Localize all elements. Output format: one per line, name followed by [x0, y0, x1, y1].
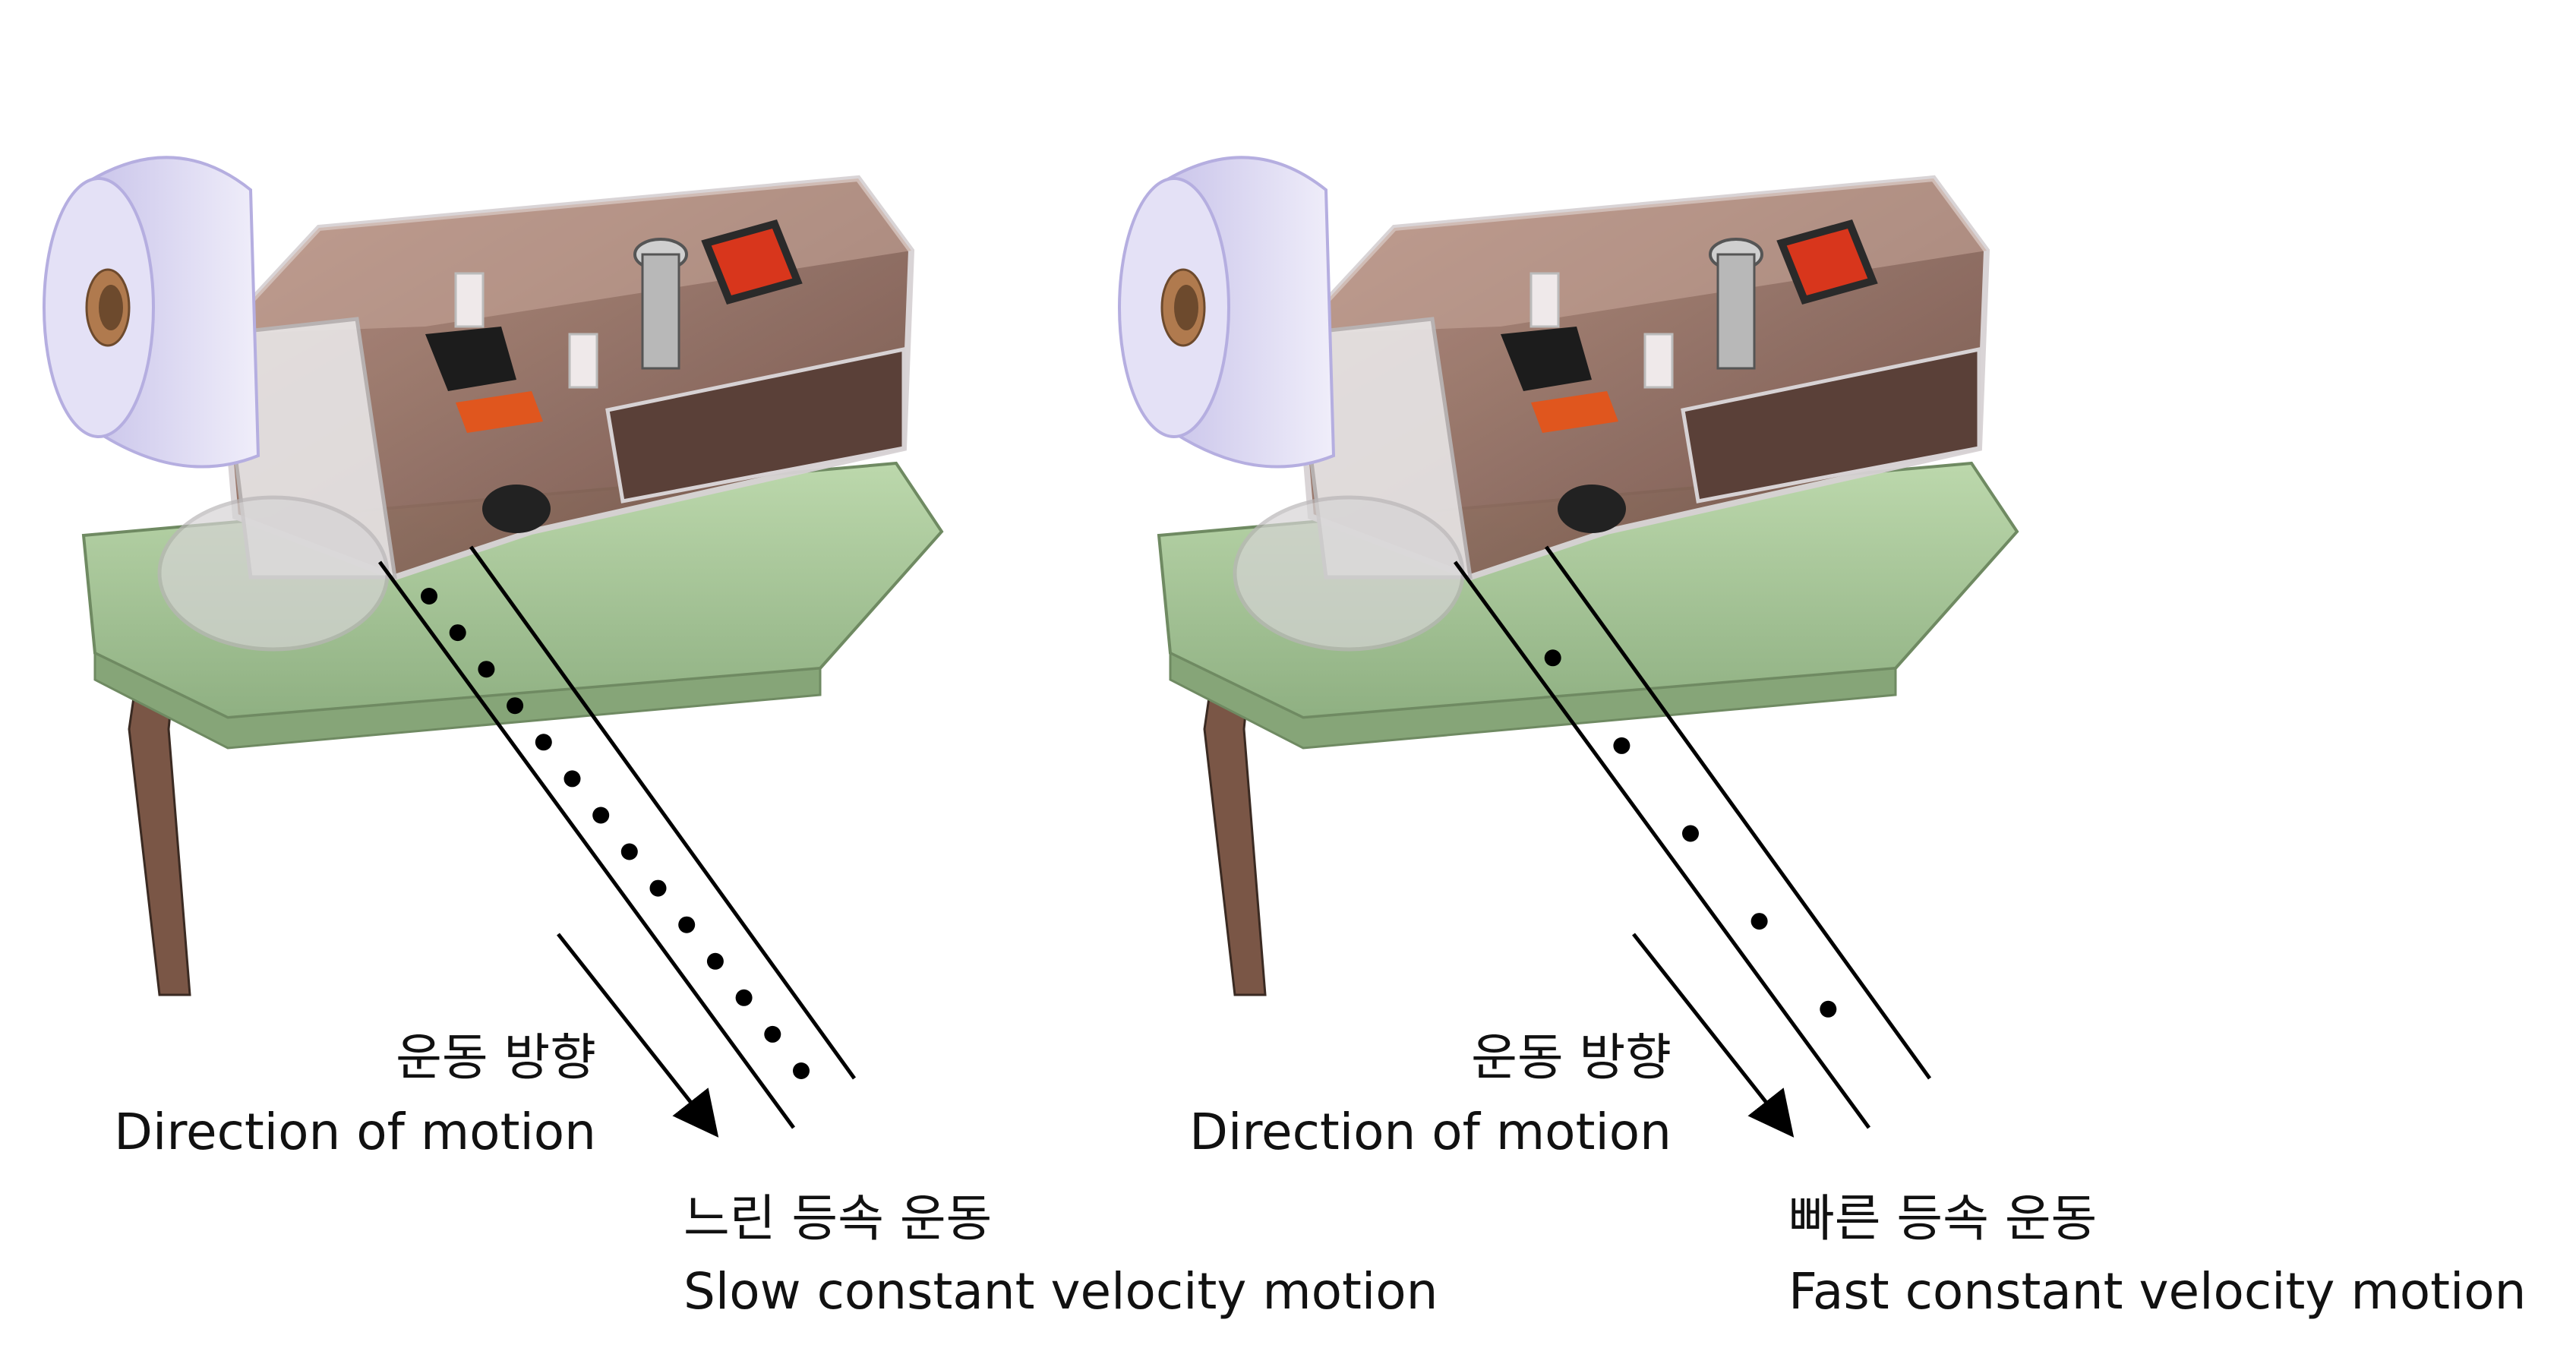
tape-dots-fast — [1544, 649, 1837, 1018]
tape-dot — [678, 916, 696, 933]
direction-label-ko-slow: 운동 방향 — [396, 1028, 596, 1087]
motion-label-ko-slow: 느린 등속 운동 — [683, 1189, 993, 1248]
direction-arrow-icon — [557, 933, 719, 1138]
ticker-timer-icon — [81, 175, 944, 996]
tape-dot — [1820, 1000, 1837, 1018]
tape-dot — [421, 588, 437, 605]
tape-dot — [507, 697, 524, 715]
ticker-timer-icon — [1157, 175, 2019, 996]
tape-dot — [649, 879, 667, 897]
direction-label-en-fast: Direction of motion — [1189, 1103, 1672, 1161]
power-switch — [1776, 219, 1878, 305]
tape-dot — [535, 734, 552, 751]
tape-dot — [478, 661, 495, 678]
tape-edge-left — [1453, 560, 1871, 1129]
direction-label-ko-fast: 운동 방향 — [1471, 1028, 1672, 1087]
tape-dot — [620, 843, 638, 860]
tape-dot — [1544, 649, 1561, 667]
direction-label-en-slow: Direction of motion — [114, 1103, 596, 1161]
paper-tape-roll-icon — [1118, 156, 1336, 469]
paper-tape — [377, 545, 857, 1129]
tape-dots-slow — [421, 588, 810, 1079]
tape-dot — [735, 989, 753, 1006]
tape-dot — [1613, 737, 1631, 754]
name-plate — [425, 327, 516, 391]
tape-edge-right — [469, 545, 857, 1080]
motion-label-en-slow: Slow constant velocity motion — [683, 1262, 1438, 1321]
panel-slow — [43, 156, 944, 1138]
motion-label-en-fast: Fast constant velocity motion — [1788, 1262, 2527, 1321]
tape-dot — [706, 952, 724, 970]
tape-dot — [564, 770, 581, 788]
paper-tape — [1453, 545, 1932, 1129]
paper-tape-roll-icon — [43, 156, 260, 469]
tape-dot — [764, 1025, 781, 1043]
motion-label-ko-fast: 빠른 등속 운동 — [1788, 1189, 2098, 1248]
tape-dot — [793, 1062, 810, 1079]
name-plate — [1501, 327, 1592, 391]
tape-dot — [592, 807, 610, 824]
direction-arrow-icon — [1632, 933, 1795, 1138]
tape-edge-left — [377, 560, 796, 1129]
tape-dot — [449, 624, 466, 642]
tape-dot — [1750, 913, 1768, 930]
tape-edge-right — [1544, 545, 1932, 1080]
panel-fast — [1118, 156, 2019, 1138]
power-switch — [701, 219, 803, 305]
tape-dot — [1682, 825, 1699, 842]
